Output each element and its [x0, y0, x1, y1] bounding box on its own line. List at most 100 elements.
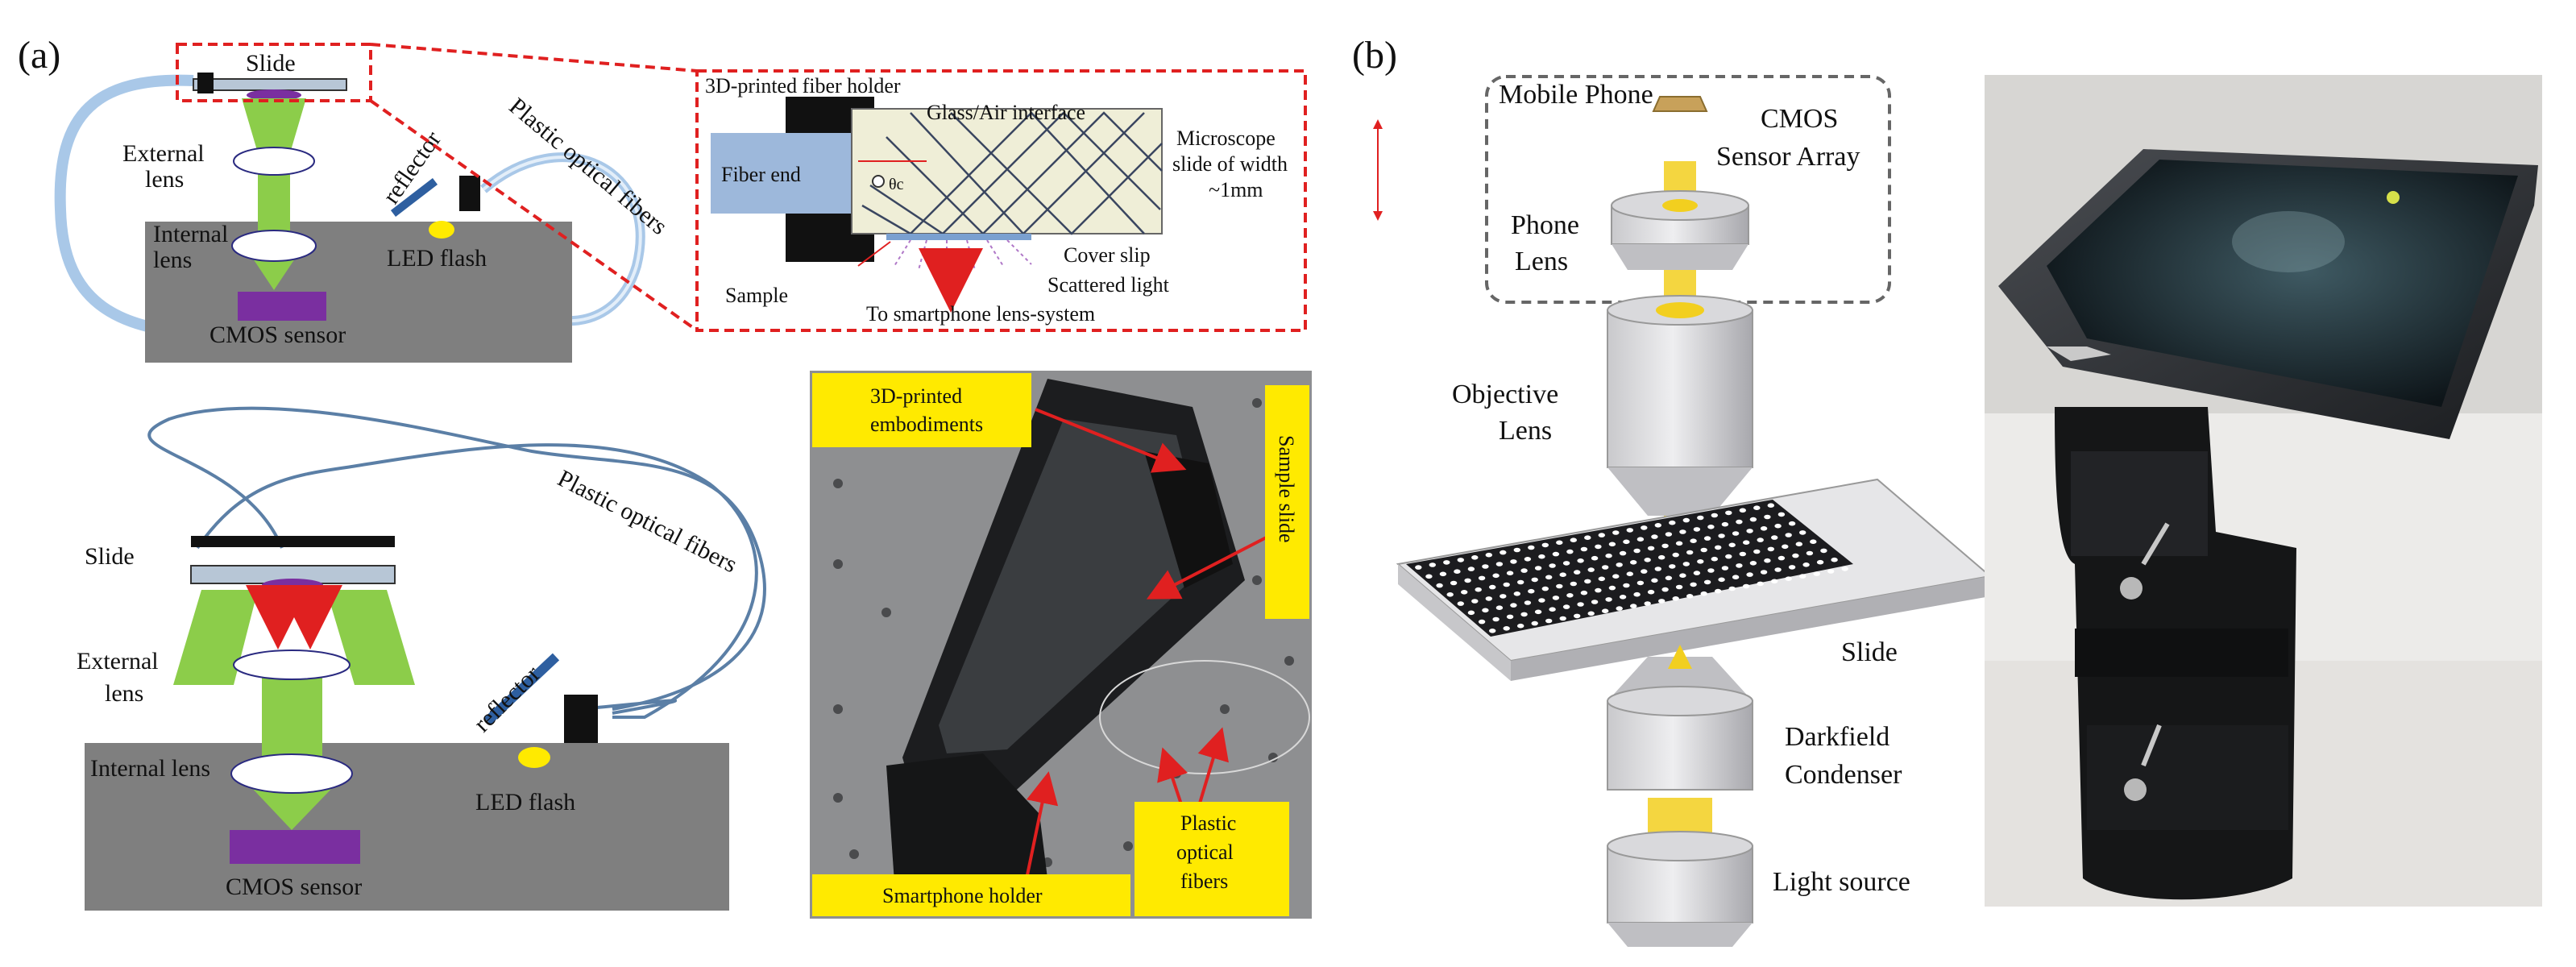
slide-dot: [1782, 544, 1789, 550]
slide-dot: [1654, 567, 1661, 571]
slide-dot: [1753, 505, 1761, 510]
slide-dot: [1520, 612, 1528, 617]
holder-photo-label: Smartphone holder: [882, 884, 1043, 907]
phone-lens-label-2: Lens: [1515, 247, 1568, 276]
slide-dot: [1500, 594, 1507, 599]
slide-dot: [1679, 529, 1686, 534]
slide-dot: [1602, 565, 1609, 570]
slide-dot: [1429, 562, 1437, 567]
slide-dot: [1799, 574, 1807, 579]
slide-dot: [1517, 623, 1524, 629]
slide-dot: [1524, 557, 1532, 562]
slide-dot: [1471, 555, 1479, 560]
slide-width-1: Microscope: [1176, 127, 1276, 150]
led-flash-bottom: [518, 747, 550, 768]
slide-dot: [1679, 573, 1686, 578]
scattered-label: Scattered light: [1047, 273, 1170, 297]
slide-dot: [1528, 588, 1535, 594]
slide-dot: [1813, 571, 1820, 576]
slide-dot: [1415, 565, 1422, 570]
slide-dot: [1500, 550, 1507, 555]
objective-label-1: Objective: [1452, 380, 1558, 409]
led-label-bottom: LED flash: [475, 789, 575, 816]
slide-dot: [1534, 566, 1542, 571]
slide-dot: [1549, 563, 1556, 568]
slide-dot: [1725, 554, 1732, 559]
embodiments-label-2: embodiments: [870, 413, 983, 436]
slide-dot: [1478, 575, 1486, 581]
fiber-end-label: Fiber end: [721, 163, 801, 186]
slide-dot: [1697, 559, 1704, 564]
slide-dot: [1595, 587, 1602, 593]
slide-dot: [1531, 577, 1538, 583]
slide-dot: [1697, 515, 1704, 521]
bottom-fiber-2: [196, 443, 758, 719]
slide-dot: [1711, 556, 1718, 562]
slide-dot: [1630, 604, 1637, 608]
slide-dot: [1587, 567, 1595, 572]
interface-label: Glass/Air interface: [927, 101, 1085, 124]
slide-dot: [1707, 525, 1715, 529]
slide-dot: [1425, 574, 1433, 579]
reflector-top: [390, 178, 438, 217]
slide-dot: [1777, 555, 1786, 561]
slide-dot: [1495, 562, 1504, 567]
slide-dot: [1574, 570, 1581, 575]
slide-dot: [1464, 578, 1471, 583]
internal-lens-bottom: [230, 753, 353, 794]
phone-lens-label-1: Phone: [1511, 210, 1579, 240]
slide-dot: [1482, 564, 1489, 569]
condenser-label-2: Condenser: [1785, 760, 1902, 790]
slide-dot: [1506, 571, 1514, 575]
slide-label-top: Slide: [246, 50, 296, 77]
panel-b-tag: (b): [1352, 34, 1397, 77]
slide-dot: [1732, 575, 1740, 579]
slide-dot: [1513, 591, 1521, 596]
fibers-photo-label-1: Plastic: [1180, 811, 1236, 835]
external-lens-label-top-1: External: [122, 140, 205, 167]
slide-width-3: ~1mm: [1209, 178, 1263, 201]
slide-dot: [1636, 580, 1645, 586]
bottom-schematic: Slide External lens Internal lens CMOS s…: [77, 406, 766, 911]
slide-dot: [1757, 537, 1764, 542]
slide-dot: [1457, 558, 1465, 562]
slide-dot: [1690, 582, 1697, 587]
slide-dot: [1728, 586, 1736, 591]
slide-dot: [1517, 579, 1524, 585]
slide-dot: [1443, 560, 1450, 565]
slide-dot: [1746, 572, 1753, 577]
slide-dot: [1630, 560, 1637, 565]
cover-slip-label: Cover slip: [1064, 243, 1151, 267]
slide-dot: [1682, 517, 1690, 523]
to-lens-label: To smartphone lens-system: [866, 302, 1095, 326]
slide-dot: [1788, 521, 1796, 526]
top-fiber-left: [54, 74, 210, 340]
external-lens-bottom: [233, 650, 351, 680]
slide-dot: [1475, 587, 1482, 592]
slide-dot: [1461, 590, 1468, 595]
slide-dot: [1510, 603, 1517, 608]
slide-dot: [1715, 588, 1722, 594]
slide-dot: [1545, 618, 1553, 624]
slide-dot: [1492, 573, 1500, 579]
cmos-label-top: CMOS sensor: [209, 322, 346, 348]
bottom-fiber-1: [147, 406, 766, 711]
slide-dot: [1658, 599, 1665, 604]
slide-top: [193, 78, 347, 91]
slide-dot: [1566, 593, 1574, 598]
slide-dot: [1471, 599, 1479, 604]
slide-dot: [1574, 613, 1581, 619]
slide-dot: [1538, 554, 1545, 559]
sample-label: Sample: [725, 284, 788, 307]
slide-dot: [1482, 608, 1489, 613]
slide-dot: [1700, 591, 1707, 596]
phone-screen: [2047, 160, 2518, 407]
slide-dot: [1728, 542, 1736, 548]
slide-dot: [1485, 552, 1493, 558]
device-photo-b: [1985, 75, 2542, 907]
slide-dot: [1623, 583, 1630, 588]
slide-dot: [1672, 596, 1679, 601]
inset-detail: θc 3D-printed fiber holder Glass/Air int…: [695, 69, 1383, 332]
phone-body-top: [145, 222, 572, 363]
slide-dot: [1760, 526, 1768, 531]
